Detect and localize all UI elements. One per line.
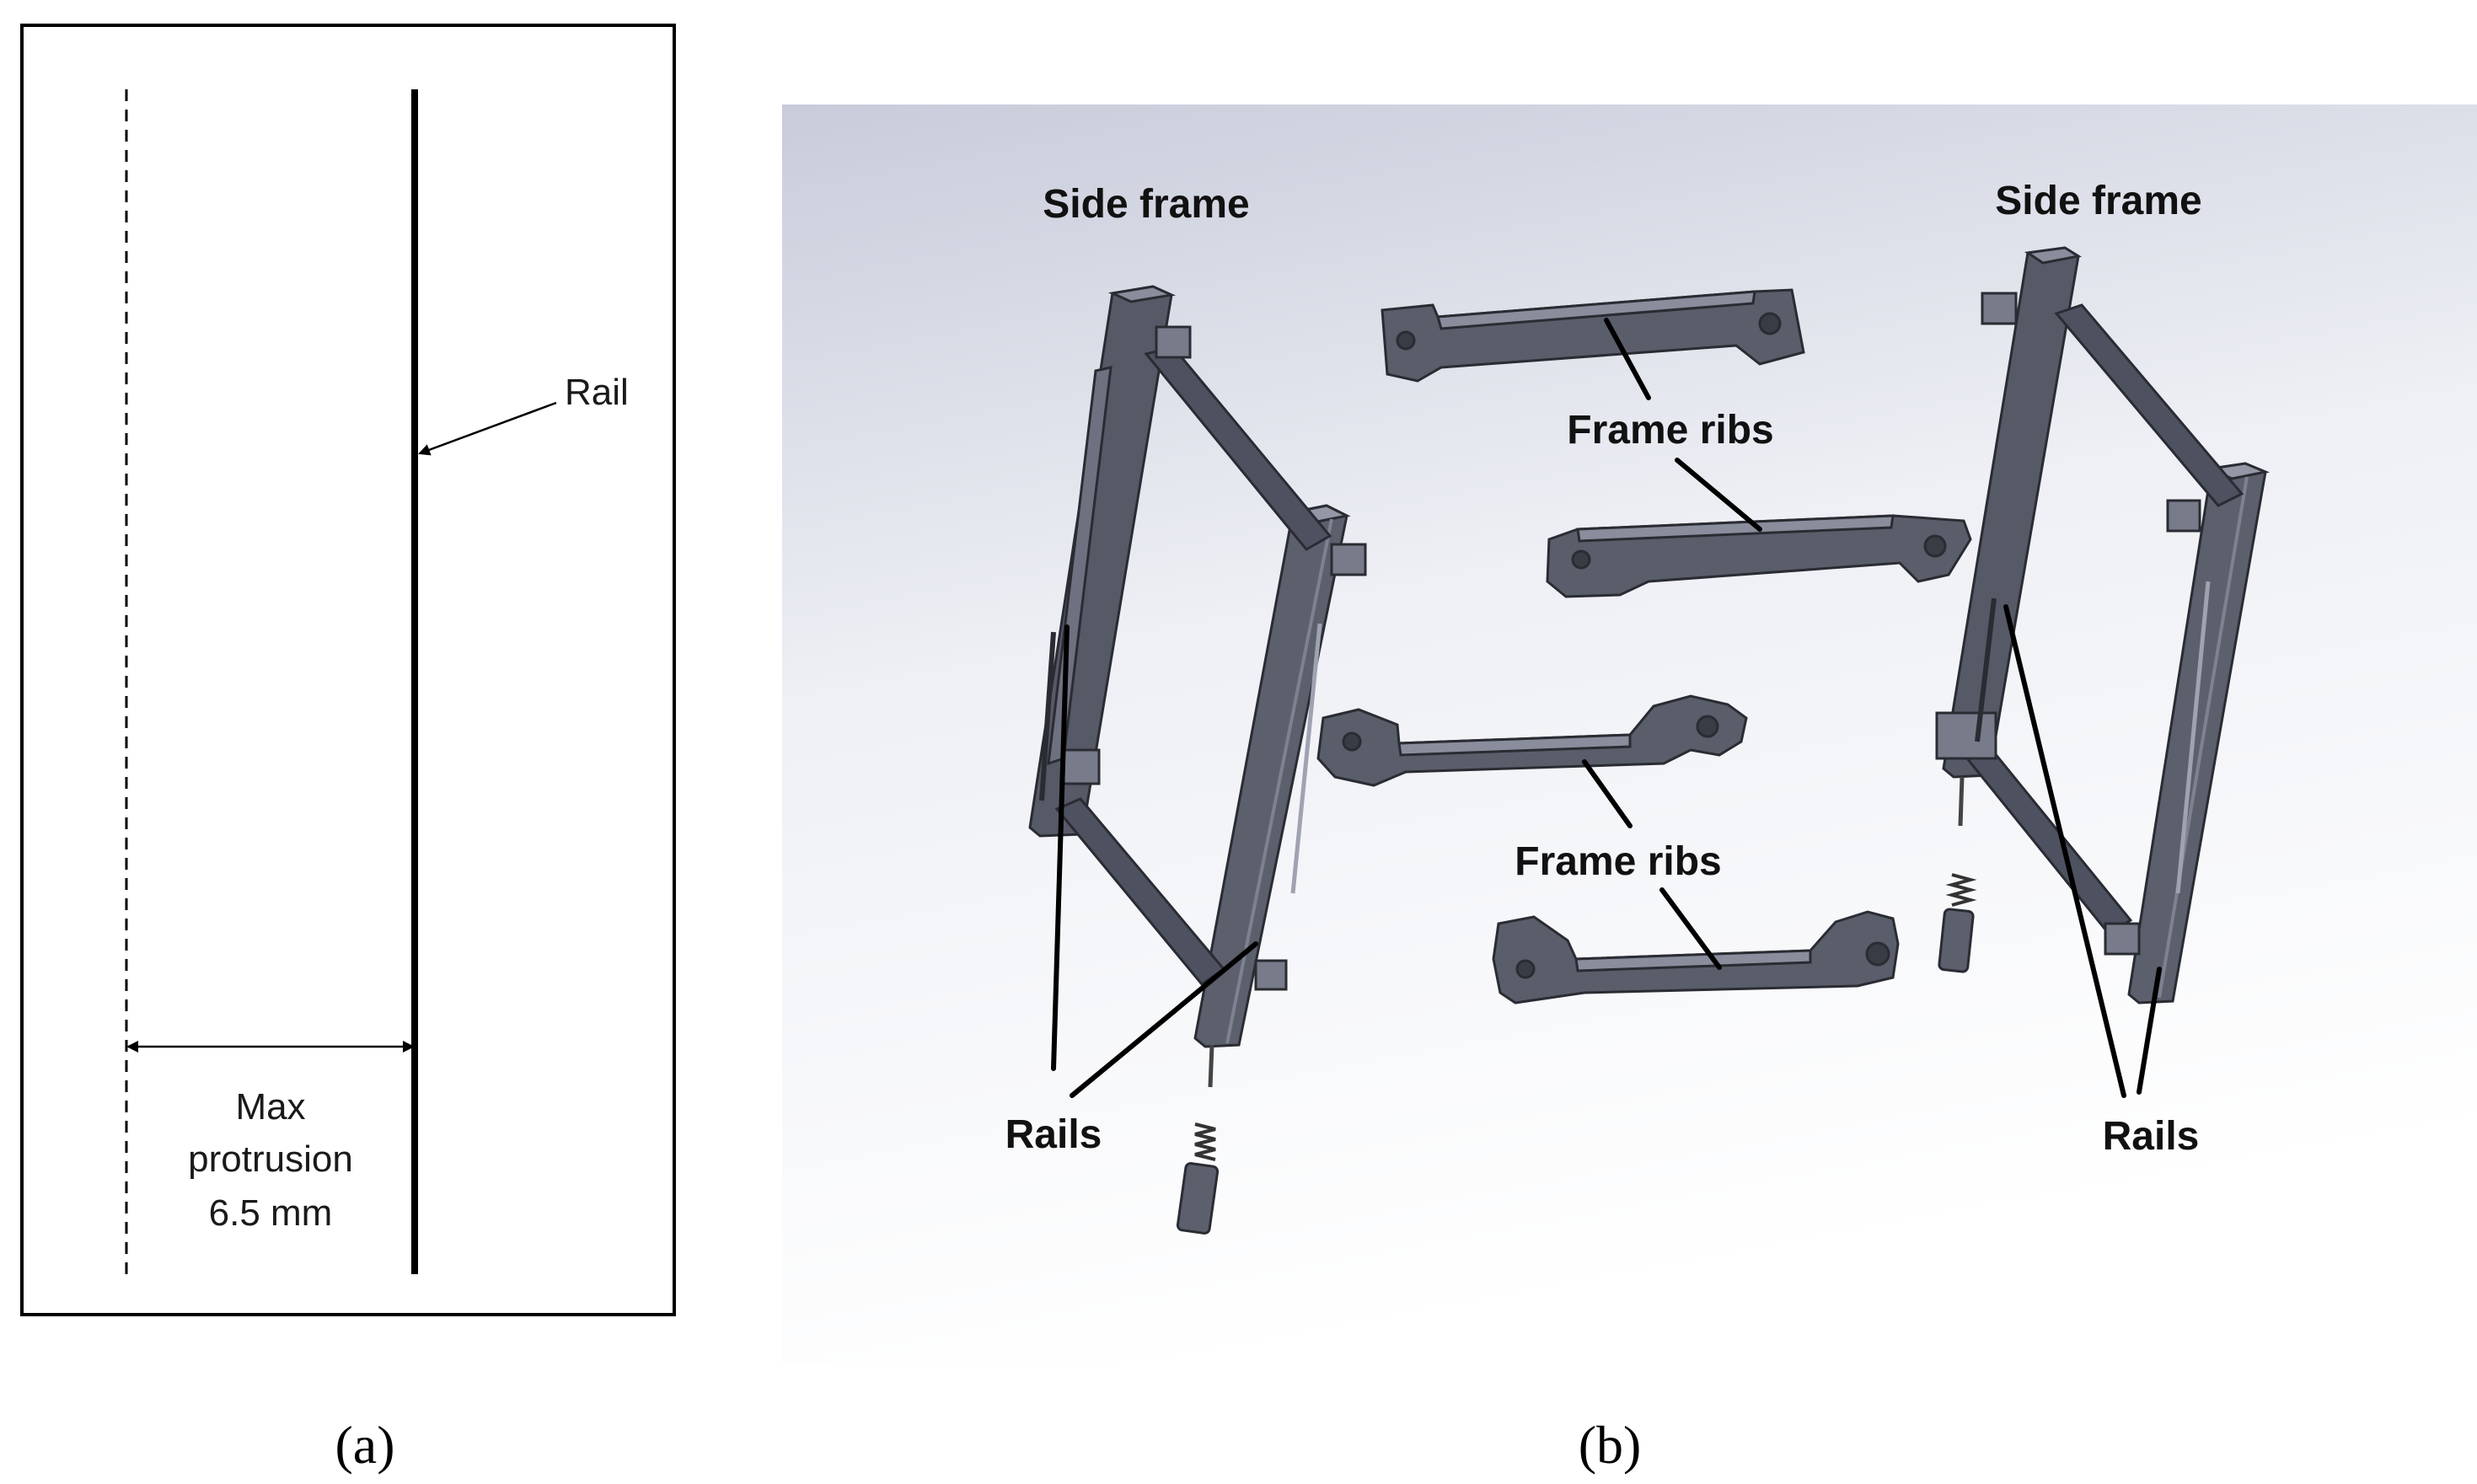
protrusion-line-2: protrusion: [188, 1138, 353, 1180]
left-spring-pin: [1176, 1162, 1220, 1235]
protrusion-line-1: Max: [235, 1086, 305, 1128]
right-frame-top-bar: [2054, 303, 2244, 507]
side-frame-label-right: Side frame: [1995, 179, 2201, 223]
right-spring-pin: [1938, 908, 1975, 973]
frame-ribs-label-top: Frame ribs: [1567, 408, 1773, 453]
caption-a: (a): [335, 1415, 394, 1475]
right-spring-assembly: [1938, 776, 1977, 973]
protrusion-line-3: 6.5 mm: [209, 1192, 333, 1234]
side-frame-label-left: Side frame: [1043, 182, 1249, 227]
frame-rib-3: [1316, 694, 1748, 787]
rail-label: Rail: [565, 372, 629, 413]
frame-rib-2: [1546, 514, 1972, 598]
frame-rib-4: [1492, 910, 1900, 1005]
panel-b: Side frame Side frame Frame ribs Frame r…: [782, 104, 2477, 1365]
panel-a-border: [20, 24, 676, 1316]
rail-pointer-arrow: [418, 401, 557, 456]
left-side-frame: [1028, 285, 1367, 1048]
left-spring-assembly: [1176, 1044, 1220, 1235]
right-side-frame: [1935, 246, 2271, 1005]
rails-label-right: Rails: [2103, 1114, 2200, 1159]
leader-lines: [1051, 318, 2162, 1098]
frame-rib-1: [1381, 288, 1805, 383]
caption-b: (b): [1579, 1415, 1642, 1475]
frame-ribs-label-bottom: Frame ribs: [1515, 839, 1721, 884]
rails-label-left: Rails: [1005, 1112, 1102, 1157]
panel-a: Rail Max protrusion 6.5 mm: [20, 24, 676, 1316]
